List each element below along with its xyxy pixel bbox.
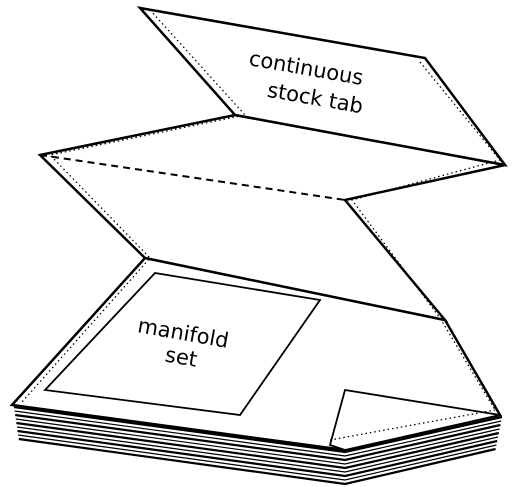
stack-sheet-edge <box>18 437 496 486</box>
manifold-set-sheet <box>43 272 322 416</box>
bottom-panel-flap <box>328 388 501 451</box>
fold-line-middle <box>39 154 346 201</box>
stack-sheet-edge <box>14 410 502 457</box>
manifold-label-line2: set <box>163 343 199 372</box>
stack-sheet-edge <box>15 418 500 465</box>
fold-line-top <box>139 7 426 59</box>
sprocket-strip-right <box>350 61 502 411</box>
stack-sheet-edge <box>18 434 497 481</box>
fold-lines <box>39 7 506 321</box>
sprocket-strip-bottom <box>329 409 496 441</box>
stack-sheet-edge <box>15 413 501 462</box>
sprocket-strips <box>21 9 502 441</box>
paper-stack <box>13 405 503 486</box>
fold-line-upper <box>234 114 506 166</box>
stack-sheet-edge <box>13 405 503 454</box>
stack-sheet-edge <box>16 426 499 473</box>
fold-line-lower <box>144 257 446 321</box>
stack-sheet-edge <box>17 429 498 478</box>
stack-sheet-edge <box>16 421 500 470</box>
